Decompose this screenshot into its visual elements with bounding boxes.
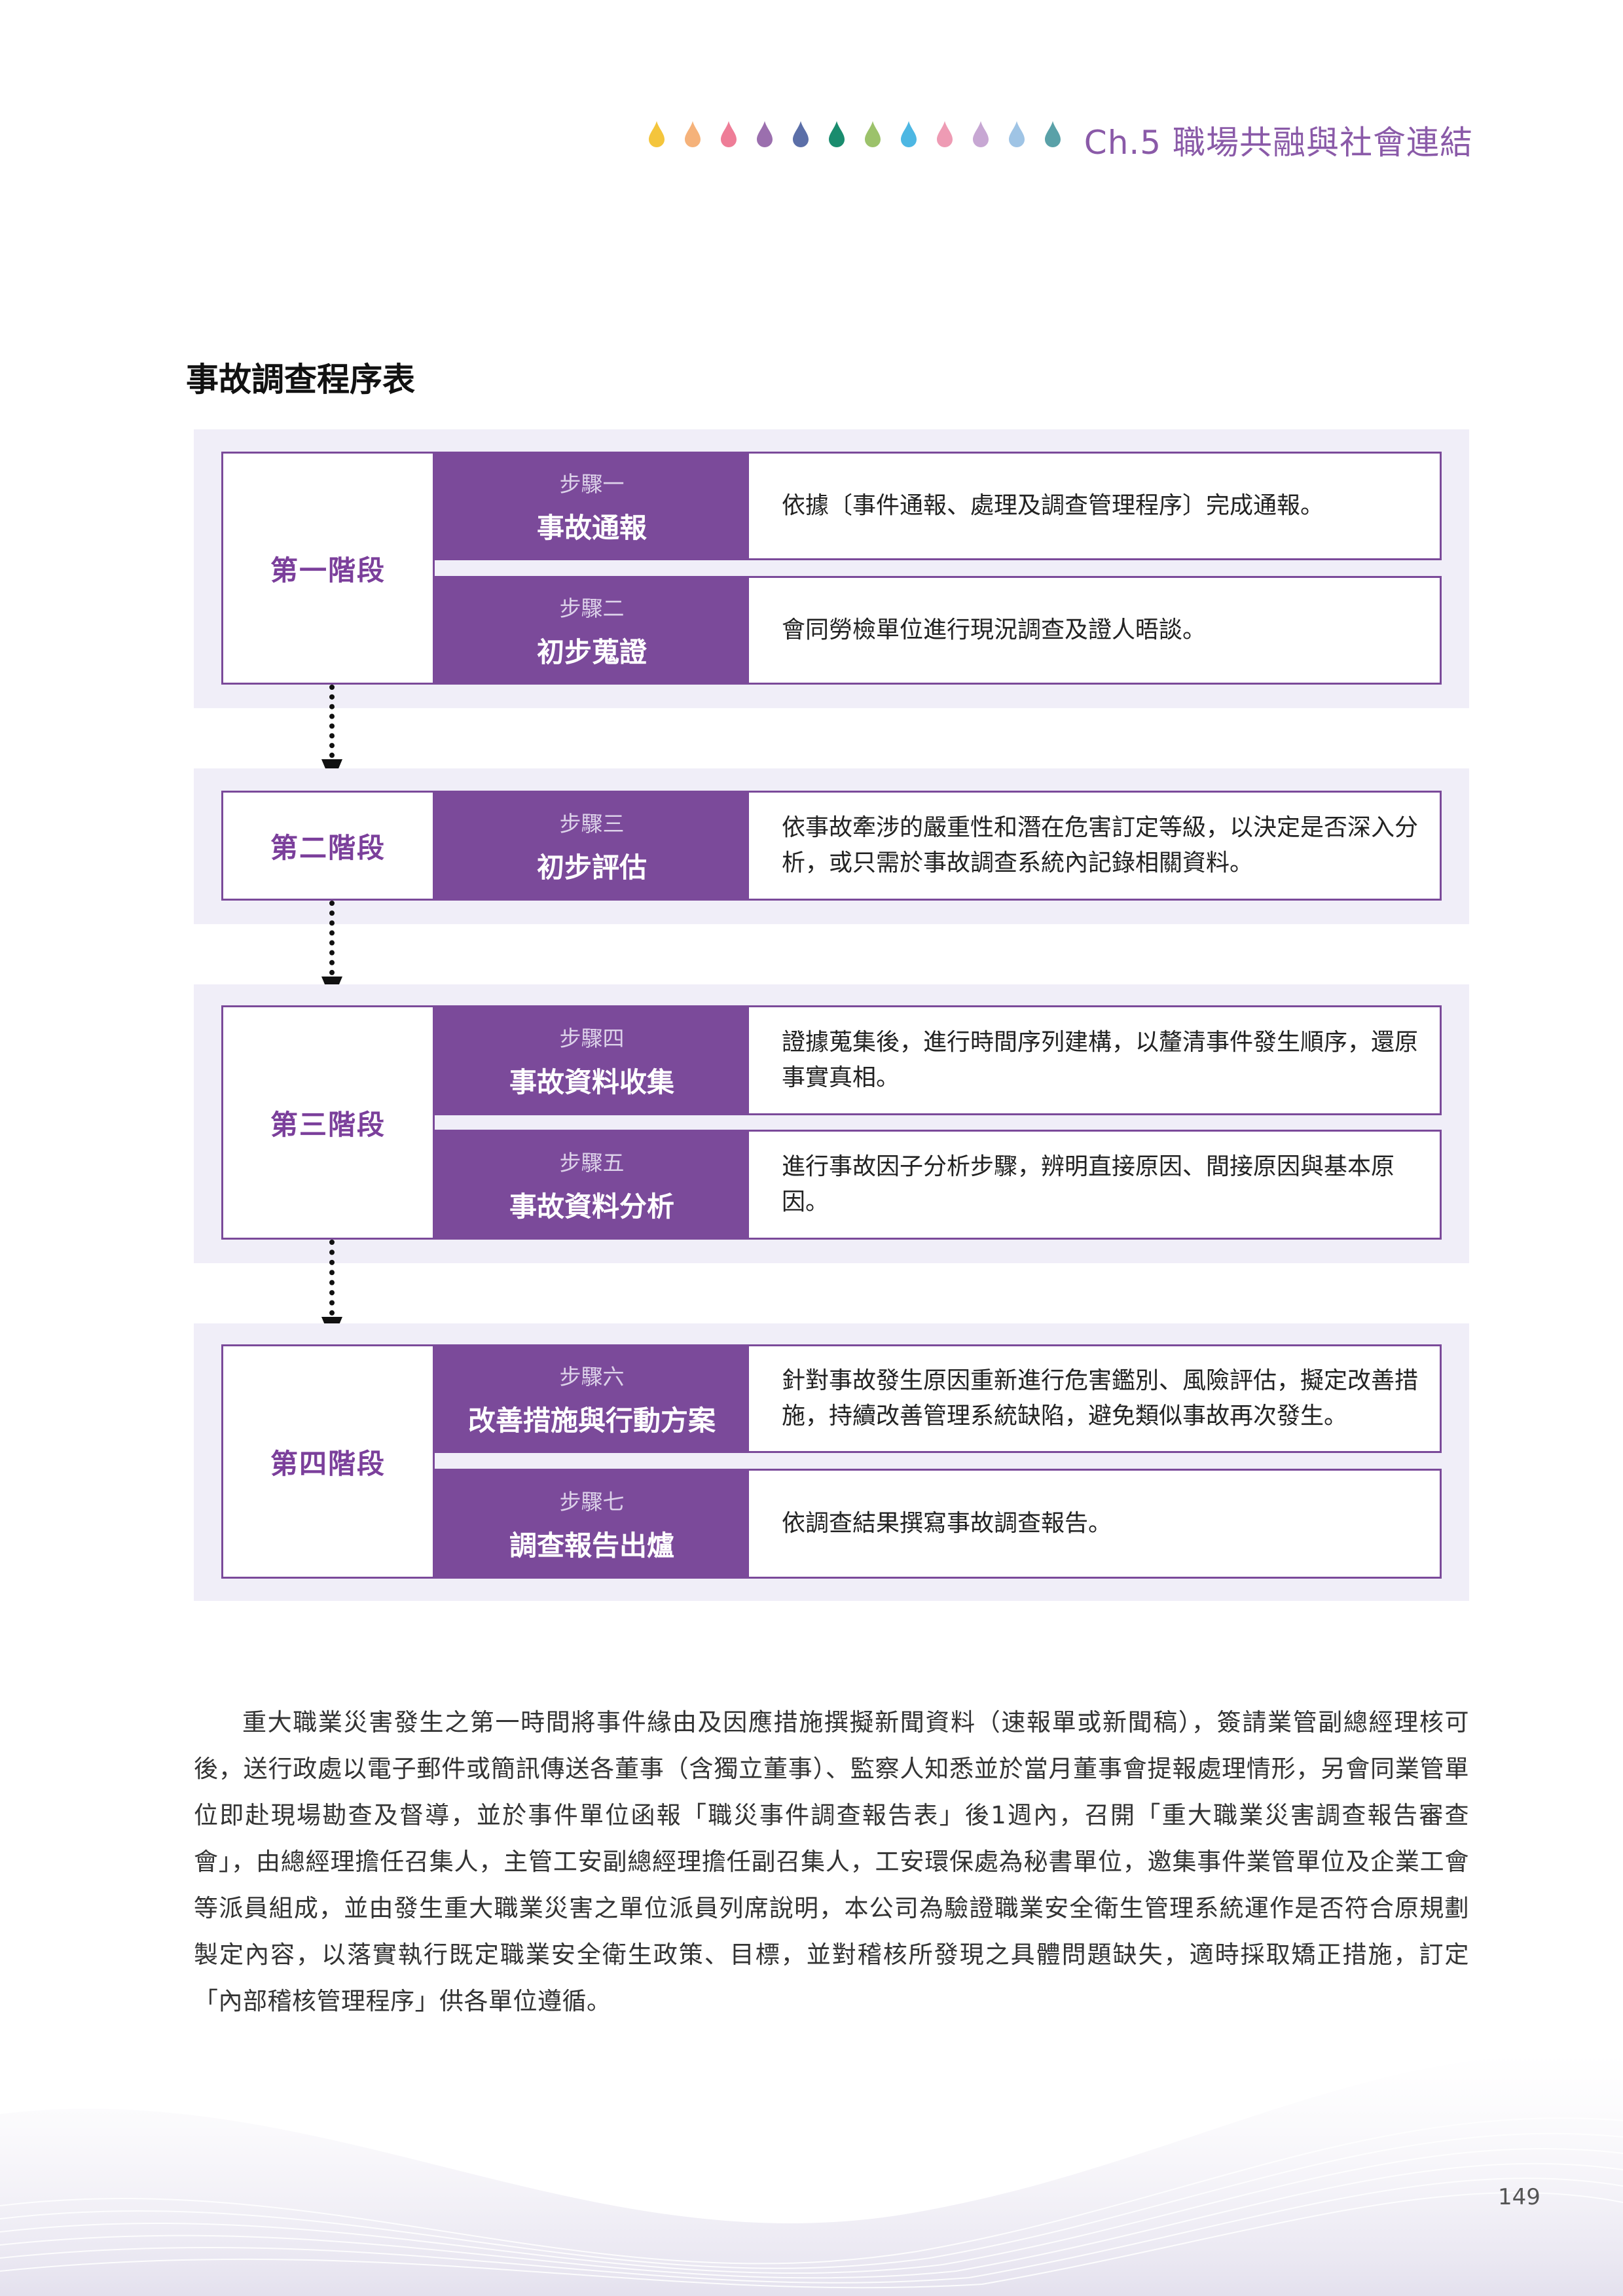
droplet-icon bbox=[1009, 121, 1025, 147]
step-6-description: 針對事故發生原因重新進行危害鑑別、風險評估，擬定改善措施，持續改善管理系統缺陷，… bbox=[749, 1344, 1442, 1453]
droplet-icon bbox=[793, 121, 809, 147]
droplet-icon bbox=[721, 121, 737, 147]
step-number: 步驟二 bbox=[559, 595, 625, 621]
step-4-header: 步驟四 事故資料收集 bbox=[435, 1005, 749, 1115]
step-number: 步驟七 bbox=[559, 1488, 625, 1515]
step-7-header: 步驟七 調查報告出爐 bbox=[435, 1469, 749, 1579]
step-5-description: 進行事故因子分析步驟，辨明直接原因、間接原因與基本原因。 bbox=[749, 1130, 1442, 1240]
step-1-header: 步驟一 事故通報 bbox=[435, 452, 749, 560]
step-5-header: 步驟五 事故資料分析 bbox=[435, 1130, 749, 1240]
step-name: 事故資料收集 bbox=[509, 1066, 674, 1098]
droplet-icon bbox=[829, 121, 845, 147]
step-number: 步驟三 bbox=[559, 810, 625, 836]
step-name: 調查報告出爐 bbox=[509, 1529, 674, 1562]
droplet-icon bbox=[1045, 121, 1061, 147]
step-1-description: 依據〔事件通報、處理及調查管理程序〕完成通報。 bbox=[749, 452, 1442, 560]
step-3-description: 依事故牽涉的嚴重性和潛在危害訂定等級，以決定是否深入分析，或只需於事故調查系統內… bbox=[749, 791, 1442, 901]
droplet-icon bbox=[865, 121, 881, 147]
step-name: 初步評估 bbox=[536, 851, 647, 884]
step-name: 改善措施與行動方案 bbox=[467, 1404, 716, 1437]
stage-3-label: 第三階段 bbox=[221, 1005, 435, 1240]
step-number: 步驟六 bbox=[559, 1363, 625, 1390]
step-name: 初步蒐證 bbox=[536, 636, 647, 668]
step-number: 步驟四 bbox=[559, 1025, 625, 1051]
step-2-description: 會同勞檢單位進行現況調查及證人晤談。 bbox=[749, 576, 1442, 685]
step-name: 事故通報 bbox=[536, 511, 647, 544]
step-number: 步驟五 bbox=[559, 1149, 625, 1175]
droplet-icon bbox=[649, 121, 665, 147]
chapter-title: Ch.5 職場共融與社會連結 bbox=[1084, 124, 1473, 162]
step-6-header: 步驟六 改善措施與行動方案 bbox=[435, 1344, 749, 1453]
section-title: 事故調查程序表 bbox=[186, 361, 415, 399]
body-paragraph: 重大職業災害發生之第一時間將事件緣由及因應措施撰擬新聞資料（速報單或新聞稿），簽… bbox=[194, 1708, 1469, 2015]
background-wave-decoration bbox=[0, 2053, 1623, 2296]
stage-4-label: 第四階段 bbox=[221, 1344, 435, 1579]
droplet-icon bbox=[973, 121, 989, 147]
stage-2-label: 第二階段 bbox=[221, 791, 435, 901]
step-name: 事故資料分析 bbox=[509, 1190, 674, 1223]
stage-1-label: 第一階段 bbox=[221, 452, 435, 685]
droplet-icon bbox=[901, 121, 917, 147]
step-number: 步驟一 bbox=[559, 471, 625, 497]
page-number: 149 bbox=[1498, 2184, 1541, 2210]
droplet-icon bbox=[685, 121, 701, 147]
step-2-header: 步驟二 初步蒐證 bbox=[435, 576, 749, 685]
step-7-description: 依調查結果撰寫事故調查報告。 bbox=[749, 1469, 1442, 1579]
droplet-icon bbox=[757, 121, 773, 147]
step-4-description: 證據蒐集後，進行時間序列建構，以釐清事件發生順序，還原事實真相。 bbox=[749, 1005, 1442, 1115]
page-header: Ch.5 職場共融與社會連結 bbox=[648, 115, 1473, 162]
step-3-header: 步驟三 初步評估 bbox=[435, 791, 749, 901]
droplet-icon bbox=[937, 121, 953, 147]
